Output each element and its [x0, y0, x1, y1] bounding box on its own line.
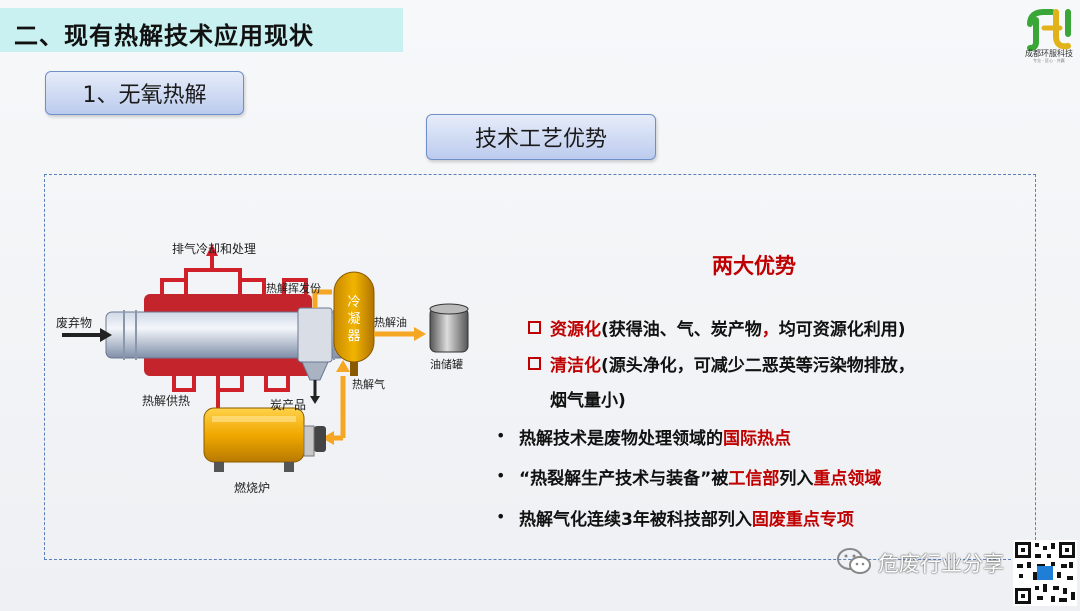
advantage-text-clean: (源头净化，可减少二恶英等污染物排放，	[601, 356, 915, 376]
logo-company-name: 成都环服科技	[1025, 49, 1073, 58]
bullet-most-text: 热解气化连续3年被科技部列入	[519, 510, 752, 530]
bullet-most: 热解气化连续3年被科技部列入固废重点专项	[519, 505, 854, 530]
label-heat: 热解供热	[142, 394, 191, 408]
square-bullet-icon	[528, 321, 541, 334]
bullet-dot-icon: •	[496, 426, 506, 445]
label-condenser: 冷凝器	[347, 295, 361, 344]
advantages-title: 两大优势	[712, 254, 796, 278]
oil-tank	[429, 307, 469, 353]
bullet-miit: “热裂解生产技术与装备”被工信部列入重点领域	[519, 464, 881, 489]
page-title: 二、现有热解技术应用现状	[14, 22, 314, 50]
advantage-key-resource: 资源化	[550, 320, 601, 340]
label-exhaust: 排气冷却和处理	[172, 242, 257, 256]
advantage-rest-resource: 均可资源化利用)	[778, 320, 906, 340]
advantage-item-clean-line2: 烟气量小)	[550, 391, 626, 411]
label-volatiles: 热解挥发份	[266, 282, 321, 295]
bullet-dot-icon: •	[496, 507, 506, 526]
logo-tagline: 专业 · 匠心 · 共赢	[1033, 58, 1065, 63]
watermark-text: 危废行业分享	[878, 552, 1004, 576]
bullet-dot-icon: •	[496, 466, 506, 485]
company-logo-icon	[1027, 9, 1071, 51]
process-diagram-graphic	[62, 244, 469, 472]
advantage-item-resource: 资源化(获得油、气、炭产物，均可资源化利用)	[528, 315, 906, 340]
label-gas: 热解气	[352, 378, 385, 391]
label-furnace: 燃烧炉	[234, 481, 271, 495]
label-waste: 废弃物	[56, 316, 93, 330]
advantage-key-clean: 清洁化	[550, 356, 601, 376]
wechat-icon	[837, 548, 871, 574]
label-char: 炭产品	[270, 398, 307, 412]
bullet-miit-highlight: 工信部	[728, 469, 780, 489]
advantage-text-resource: (获得油、气、炭产物	[601, 320, 762, 340]
advantage-comma: ，	[761, 320, 779, 340]
process-diagram: 排气冷却和处理 废弃物 热解挥发份 冷凝器 热解油 油储罐 热解气 热解供热 炭…	[44, 176, 474, 506]
content-frame	[44, 174, 1036, 560]
bullet-miit-text2: 列入	[779, 469, 814, 489]
bullet-miit-highlight2: 重点领域	[813, 469, 882, 489]
label-oil: 热解油	[374, 316, 407, 329]
section-label: 1、无氧热解	[45, 71, 244, 115]
bullet-hotspot-highlight: 国际热点	[723, 429, 791, 449]
square-bullet-icon	[528, 357, 541, 370]
bullet-miit-text: “热裂解生产技术与装备”被	[519, 469, 729, 489]
advantage-item-clean: 清洁化(源头净化，可减少二恶英等污染物排放，	[528, 351, 915, 376]
qr-code-icon	[1013, 540, 1077, 606]
bullet-hotspot-text: 热解技术是废物处理领域的	[519, 429, 723, 449]
bullet-hotspot: 热解技术是废物处理领域的国际热点	[519, 424, 791, 449]
bullet-most-highlight: 固废重点专项	[751, 510, 854, 530]
label-tank: 油储罐	[430, 358, 463, 371]
title-bar: 二、现有热解技术应用现状	[0, 8, 403, 52]
subsection-label: 技术工艺优势	[426, 114, 656, 160]
exhaust-arrow	[206, 244, 218, 256]
